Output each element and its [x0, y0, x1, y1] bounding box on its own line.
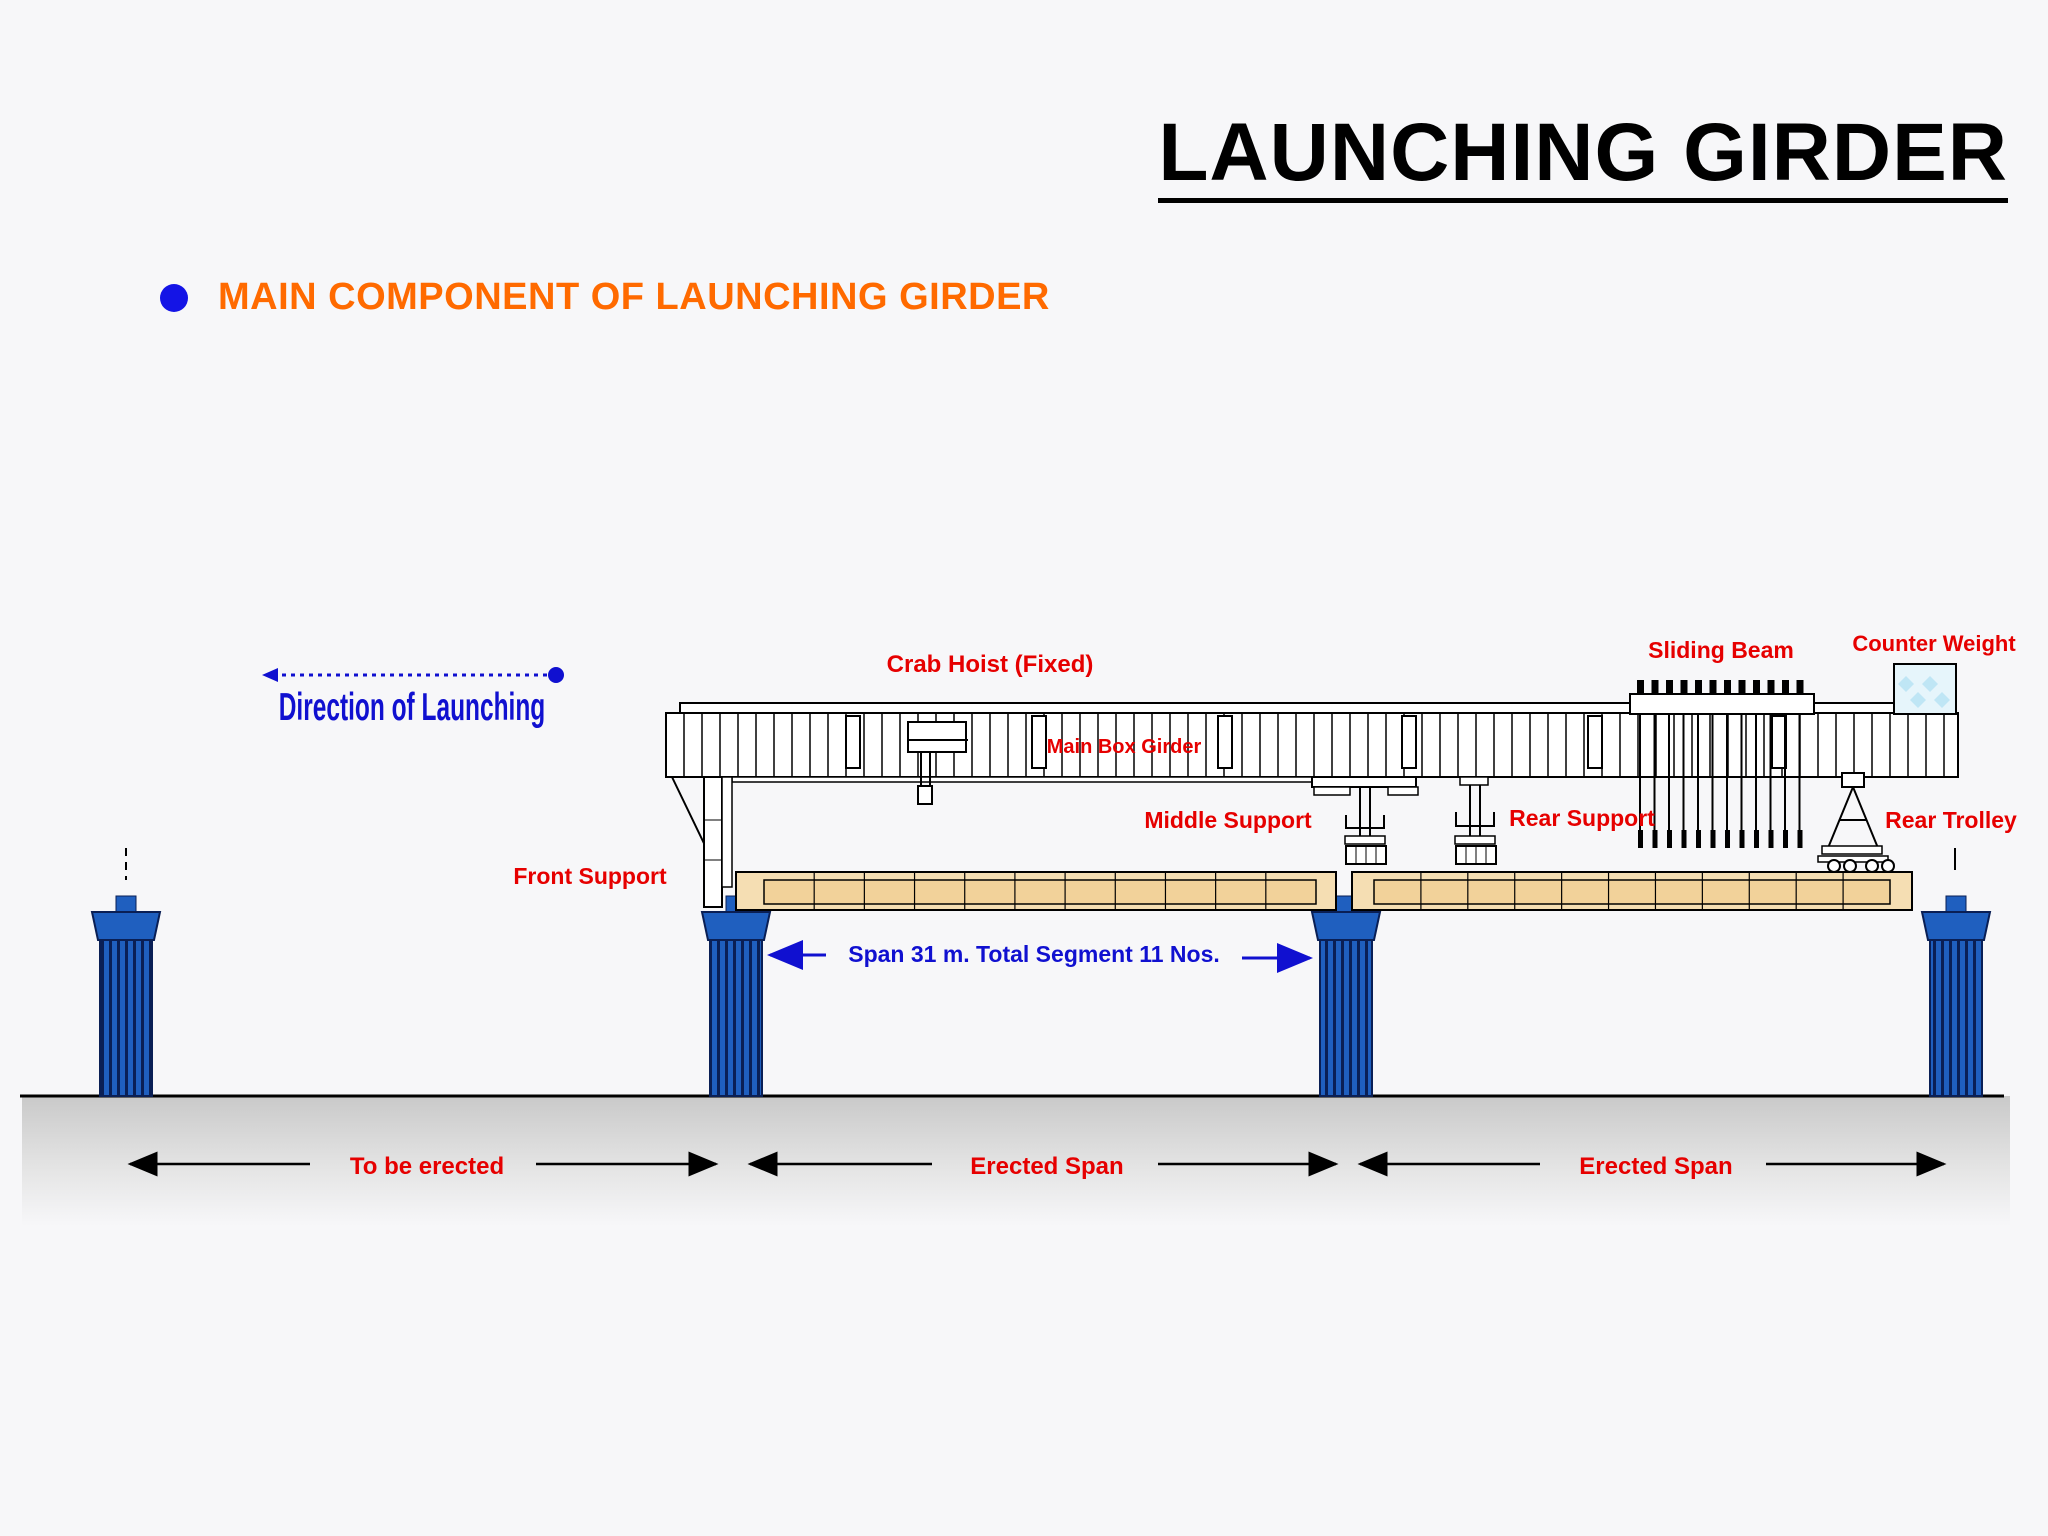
span-label-to-be-erected: To be erected: [350, 1153, 504, 1180]
middle-support: [1311, 776, 1419, 865]
pier-2: [700, 895, 772, 1097]
crab-hoist: [907, 721, 968, 805]
label-counter-weight: Counter Weight: [1852, 631, 2016, 656]
erected-segments-span-2: [1351, 871, 1913, 911]
main-box-girder: [665, 702, 1959, 783]
direction-label: Direction of Launching: [279, 684, 545, 728]
counter-weight: [1893, 663, 1957, 715]
label-rear-support: Rear Support: [1509, 805, 1655, 831]
rear-support: [1454, 776, 1497, 865]
pier-1: [90, 848, 162, 1097]
label-middle-support: Middle Support: [1144, 807, 1312, 833]
label-crab-hoist: Crab Hoist (Fixed): [887, 651, 1094, 678]
span-note: Span 31 m. Total Segment 11 Nos.: [848, 941, 1220, 967]
label-front-support: Front Support: [513, 863, 667, 889]
page-title: LAUNCHING GIRDER: [1158, 109, 2008, 204]
span-label-erected-1: Erected Span: [970, 1153, 1123, 1180]
span-note-arrows: [767, 940, 1313, 973]
ground: [22, 1096, 2010, 1226]
sliding-beam: [1629, 680, 1815, 848]
span-label-erected-2: Erected Span: [1579, 1153, 1732, 1180]
subtitle: MAIN COMPONENT OF LAUNCHING GIRDER: [218, 276, 1050, 318]
direction-arrow: [262, 667, 564, 683]
label-sliding-beam: Sliding Beam: [1648, 637, 1794, 663]
subtitle-row: MAIN COMPONENT OF LAUNCHING GIRDER: [160, 276, 1050, 319]
bullet-icon: [160, 283, 188, 312]
label-rear-trolley: Rear Trolley: [1885, 807, 2017, 833]
pier-3: [1310, 895, 1382, 1097]
label-main-box-girder: Main Box Girder: [1047, 736, 1202, 758]
erected-segments-span-1: [735, 871, 1337, 911]
rear-trolley: [1817, 772, 1895, 873]
pier-4: [1920, 848, 1992, 1097]
front-support: [671, 776, 733, 908]
